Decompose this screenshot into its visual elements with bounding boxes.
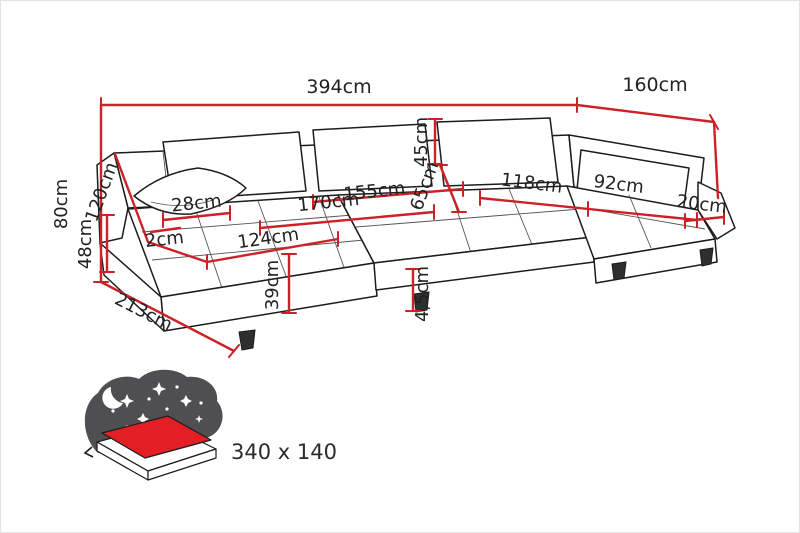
dim-armrest-height-label: 48cm xyxy=(75,219,96,269)
dim-line-seat-b xyxy=(311,187,465,204)
pillow xyxy=(133,167,247,215)
dim-gap-label: 2cm xyxy=(144,227,185,252)
dim-line-seat-a xyxy=(258,210,436,230)
left-chaise-skirt-side xyxy=(99,242,165,332)
dim-line-side-length xyxy=(99,280,236,353)
sofa-foot xyxy=(238,329,256,351)
mattress-top-red xyxy=(101,415,212,459)
sofa-foot xyxy=(611,261,627,281)
mattress-side-right xyxy=(147,448,217,481)
back-cushion-2 xyxy=(312,123,433,192)
dimension-ticks xyxy=(93,97,725,358)
moon-icon xyxy=(102,387,123,409)
dim-line-backrest-depth xyxy=(113,152,150,244)
dim-line-right-drop xyxy=(712,120,720,200)
star-icon xyxy=(152,382,166,396)
star-icon xyxy=(180,395,192,407)
pillow-fold xyxy=(150,199,214,206)
seam-line xyxy=(193,204,224,292)
left-armrest xyxy=(96,152,129,244)
dimension-lines xyxy=(93,97,726,358)
seam-line xyxy=(628,194,652,249)
dim-cushion-height-label: 45cm xyxy=(411,117,432,167)
seam-line xyxy=(355,208,582,228)
dim-line-seat-depth xyxy=(438,163,461,214)
star-dot xyxy=(111,409,115,413)
star-dot xyxy=(199,401,203,405)
bed-icon xyxy=(83,369,223,481)
sofa-drawing xyxy=(96,117,736,351)
star-icon xyxy=(137,413,149,425)
star-icon xyxy=(195,415,203,423)
seam-line xyxy=(508,188,534,248)
bed-size-label: 340 x 140 xyxy=(231,440,337,464)
dim-seat-height-label: 39cm xyxy=(262,260,283,310)
dim-armrest-width-label: 28cm xyxy=(170,190,222,216)
star-dot xyxy=(165,407,169,411)
dim-line-gap xyxy=(149,226,182,234)
star-icon xyxy=(120,394,134,408)
dim-total-depth-label: 160cm xyxy=(622,74,687,96)
dim-line-chaise-width xyxy=(205,237,340,264)
dim-line-armrest-width xyxy=(161,211,232,222)
dim-total-height-label: 80cm xyxy=(51,179,72,229)
unfold-arrow-icon xyxy=(83,446,94,458)
seam-line xyxy=(257,200,290,285)
star-dot xyxy=(175,385,179,389)
star-dot xyxy=(147,397,151,401)
seam-line xyxy=(318,196,347,274)
sofa-foot xyxy=(413,291,430,313)
dim-leg-height-label: 4,5cm xyxy=(412,266,433,322)
sofa-foot xyxy=(699,247,714,267)
dim-line-total-depth xyxy=(575,103,716,124)
dim-line-chaise-edge xyxy=(146,240,209,264)
dim-total-width-label: 394cm xyxy=(306,76,371,98)
dim-line-right-armrest xyxy=(683,215,726,223)
seam-line xyxy=(151,239,365,261)
